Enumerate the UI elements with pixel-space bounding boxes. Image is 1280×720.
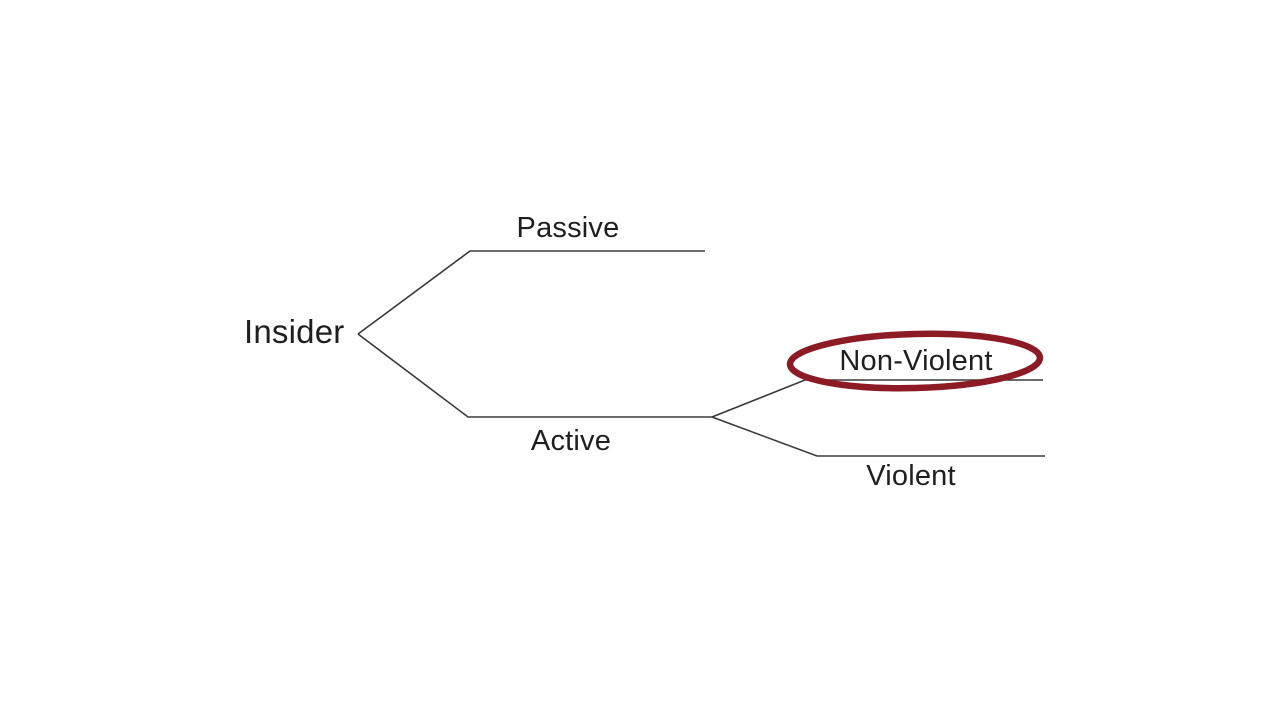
node-label-non-violent: Non-Violent [839,345,993,377]
node-label-passive: Passive [516,212,620,244]
branch-line-active [357,333,712,418]
node-label-violent: Violent [866,460,956,492]
branch-line-passive [357,250,705,335]
node-label-active: Active [530,425,612,457]
branch-line-violent [711,416,1045,457]
highlight-ellipse [786,330,1044,392]
node-label-insider: Insider [244,313,345,350]
